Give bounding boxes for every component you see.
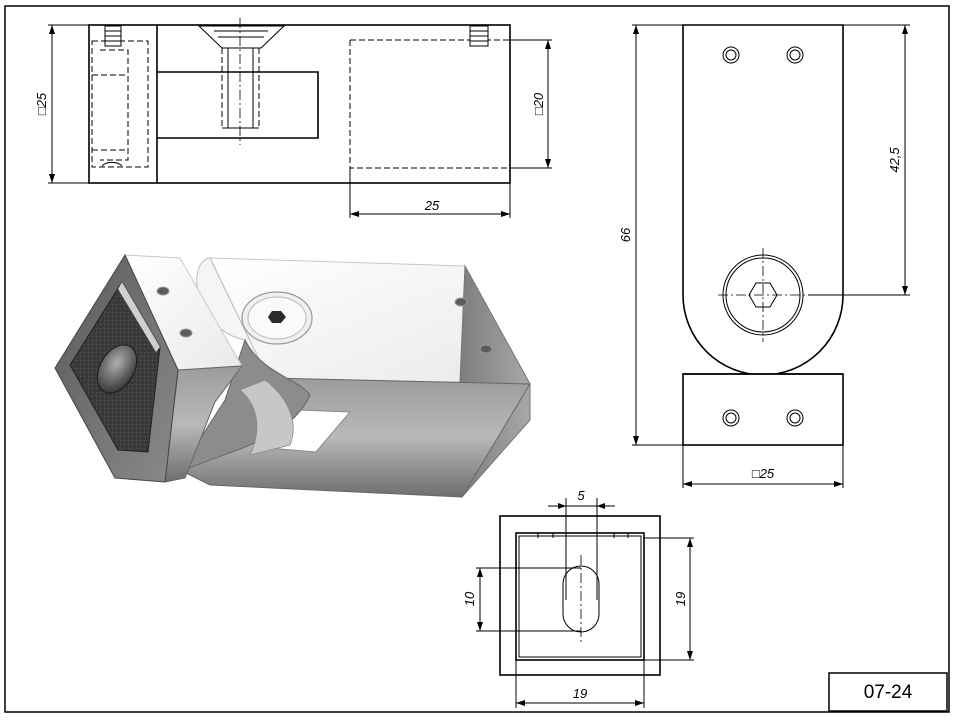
dim-end-slot-height: 10 [462, 567, 581, 632]
svg-text:42,5: 42,5 [887, 147, 902, 173]
svg-text:19: 19 [673, 592, 688, 606]
screw-hole-icon [722, 46, 804, 427]
screw-hole-icon [156, 286, 193, 338]
sheet-code: 07-24 [864, 682, 913, 703]
svg-text:25: 25 [424, 198, 440, 213]
hex-socket-screw-icon [718, 248, 808, 342]
svg-text:□25: □25 [34, 92, 49, 115]
dim-side-total: 66 [618, 24, 683, 446]
dim-end-slot-width: 5 [548, 488, 615, 600]
svg-text:19: 19 [573, 686, 587, 701]
screw-hole-icon [454, 297, 493, 354]
hex-socket-screw-icon [241, 291, 313, 345]
set-screw-left [104, 25, 122, 47]
dim-end-inner-width: 19 [515, 660, 645, 708]
dim-front-inner-height: □20 [510, 39, 552, 169]
title-block: 07-24 [828, 672, 948, 712]
isometric-render [54, 253, 531, 498]
countersunk-screw [197, 18, 286, 145]
side-view: 66 42,5 □25 [618, 24, 910, 488]
end-view: 5 10 19 19 [462, 488, 694, 708]
dim-front-height: □25 [34, 24, 89, 184]
svg-text:66: 66 [618, 227, 633, 242]
svg-text:□20: □20 [531, 92, 546, 115]
dim-side-width: □25 [682, 445, 844, 488]
svg-text:5: 5 [577, 488, 585, 503]
svg-text:10: 10 [462, 591, 477, 606]
dim-end-inner-height: 19 [644, 537, 694, 661]
dim-front-length: 25 [349, 168, 511, 218]
set-screw-right [469, 25, 489, 47]
svg-text:□25: □25 [752, 466, 775, 481]
dim-side-upper: 42,5 [808, 24, 910, 296]
front-view: □25 □20 25 [34, 18, 552, 218]
